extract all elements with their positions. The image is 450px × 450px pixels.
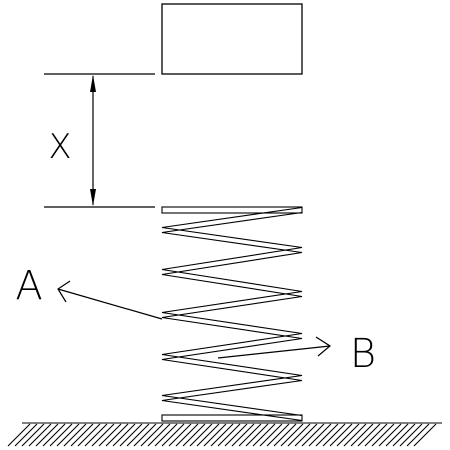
ground-hatch-line <box>308 423 332 447</box>
ground-hatch-line <box>245 423 269 447</box>
ground-hatch-line <box>49 423 73 447</box>
ground-hatch-line <box>7 423 31 447</box>
ground-hatch-line <box>217 423 241 447</box>
ground-hatch-line <box>98 423 122 447</box>
ground-hatch-line <box>385 423 409 447</box>
ground-hatch-line <box>231 423 255 447</box>
ground-hatch-line <box>56 423 80 447</box>
ground-hatch-line <box>273 423 297 447</box>
point-b-label: B <box>350 331 376 377</box>
ground-hatch-line <box>63 423 87 447</box>
ground-hatch-line <box>266 423 290 447</box>
ground-hatch-line <box>322 423 346 447</box>
arrow-a <box>57 280 163 320</box>
ground-hatch-line <box>329 423 353 447</box>
ground-hatch-line <box>189 423 213 447</box>
ground-hatch-line <box>413 423 437 447</box>
ground-hatch-line <box>294 423 318 447</box>
ground-hatch-line <box>252 423 276 447</box>
ground-hatch-line <box>301 423 325 447</box>
ground-hatch-line <box>287 423 311 447</box>
dimension-arrow <box>90 75 96 206</box>
distance-label: X <box>48 127 71 167</box>
ground-hatch-line <box>91 423 115 447</box>
ground-hatch-line <box>203 423 227 447</box>
ground-hatch-line <box>343 423 367 447</box>
ground-hatch-line <box>119 423 143 447</box>
ground-hatch-line <box>371 423 395 447</box>
ground-hatch-line <box>175 423 199 447</box>
point-a-label: A <box>15 263 42 309</box>
ground-hatch-line <box>259 423 283 447</box>
ground-hatch-line <box>140 423 164 447</box>
mass-block <box>161 3 303 75</box>
ground-hatch-line <box>364 423 388 447</box>
ground-hatch-line <box>105 423 129 447</box>
ground-hatch-line <box>210 423 234 447</box>
ground-hatch-line <box>42 423 66 447</box>
ground-hatch-line <box>35 423 59 447</box>
ground-hatch-line <box>350 423 374 447</box>
ground-hatch-line <box>112 423 136 447</box>
ground-hatch-line <box>315 423 339 447</box>
ground-hatch-line <box>406 423 430 447</box>
ground-hatch-line <box>28 423 52 447</box>
ground-hatch-line <box>336 423 360 447</box>
ground-hatch-line <box>147 423 171 447</box>
arrow-b <box>217 336 332 359</box>
ground-hatch-line <box>77 423 101 447</box>
ground-hatch-line <box>399 423 423 447</box>
ground-hatch-line <box>168 423 192 447</box>
ground-hatch-line <box>224 423 248 447</box>
ground-hatch-line <box>154 423 178 447</box>
ground-hatch-line <box>378 423 402 447</box>
ground-hatch-line <box>84 423 108 447</box>
ground-hatch-line <box>161 423 185 447</box>
ground-hatch-line <box>238 423 262 447</box>
ground-hatch-line <box>70 423 94 447</box>
ground-hatch-line <box>392 423 416 447</box>
ground-hatch-line <box>14 423 38 447</box>
ground-hatch-line <box>182 423 206 447</box>
ground-hatch-line <box>196 423 220 447</box>
ground-hatch-line <box>133 423 157 447</box>
ground-hatch-line <box>126 423 150 447</box>
ground-hatch-line <box>21 423 45 447</box>
ground-hatch-line <box>357 423 381 447</box>
ground-hatch-line <box>280 423 304 447</box>
ground <box>7 422 442 447</box>
spring <box>161 206 303 422</box>
